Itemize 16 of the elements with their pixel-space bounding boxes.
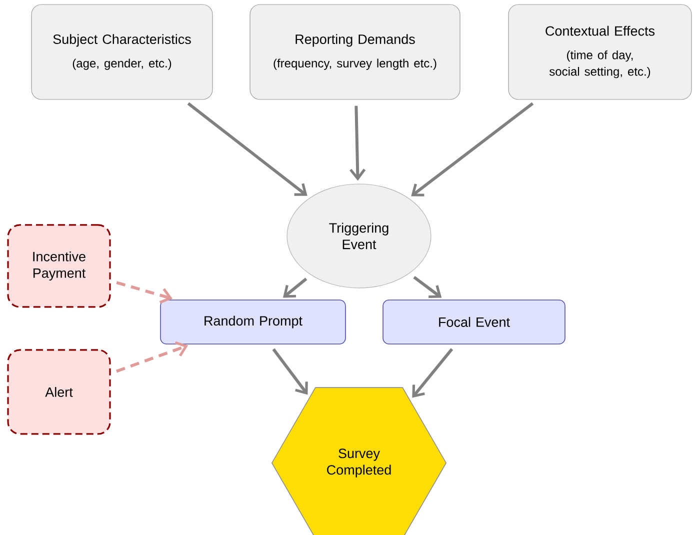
arrow	[187, 102, 308, 196]
factor-box: Reporting Demands (frequency, survey length etc.)	[250, 4, 460, 100]
arrow	[350, 106, 366, 181]
prompt-box: Random Prompt	[160, 300, 346, 344]
arrow	[412, 348, 454, 398]
arrow	[116, 341, 188, 373]
motivator-box: Alert	[7, 349, 111, 435]
arrow	[272, 348, 308, 395]
prompt-box: Focal Event	[382, 300, 566, 344]
factor-box: Subject Characteristics (age, gender, etc.)	[31, 4, 213, 100]
factor-box: Contextual Effects (time of day, social setting, etc.)	[508, 4, 692, 100]
motivator-box: Incentive Payment	[7, 224, 111, 308]
arrow	[411, 102, 534, 196]
arrow	[116, 281, 173, 304]
arrow	[413, 276, 442, 298]
arrow	[282, 278, 308, 298]
